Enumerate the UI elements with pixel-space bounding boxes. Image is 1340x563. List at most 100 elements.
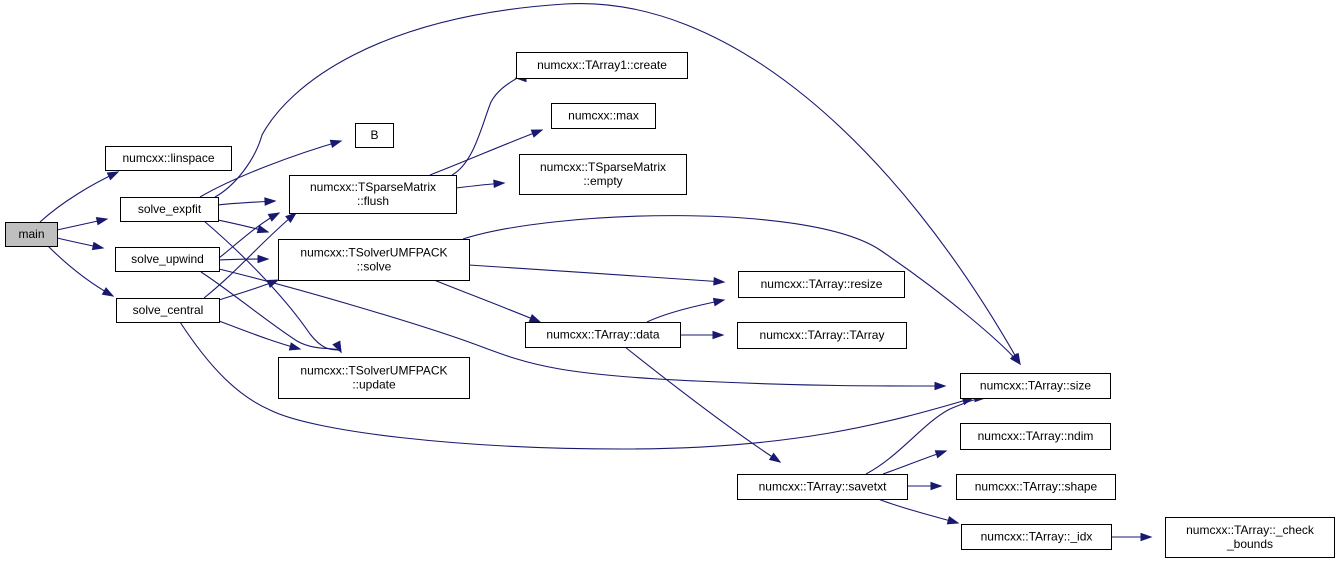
- node-B[interactable]: B: [355, 123, 394, 148]
- arrowhead-solve-to-data: [528, 314, 542, 323]
- arrowhead-solve_expfit-to-B: [329, 139, 343, 149]
- edge-savetxt-to-idx: [877, 498, 959, 524]
- node-flush[interactable]: numcxx::TSparseMatrix::flush: [289, 175, 457, 214]
- arrowhead-solve-to-size: [1009, 353, 1021, 366]
- edge-data-to-resize: [646, 299, 725, 323]
- node-box-resize[interactable]: [738, 271, 905, 298]
- node-savetxt[interactable]: numcxx::TArray::savetxt: [737, 474, 908, 500]
- arrowhead-solve-to-resize: [713, 276, 726, 286]
- arrowhead-solve_upwind-to-solve: [257, 254, 270, 264]
- arrowhead-flush-to-max: [530, 129, 544, 138]
- edge-solve_central-to-flush: [203, 212, 297, 299]
- node-solve_expfit[interactable]: solve_expfit: [120, 197, 219, 222]
- arrowhead-data-to-resize: [712, 297, 726, 307]
- edge-flush-to-create: [451, 77, 517, 176]
- node-label-create: numcxx::TArray1::create: [537, 58, 667, 72]
- node-size[interactable]: numcxx::TArray::size: [960, 373, 1111, 399]
- node-label-check_bounds: _bounds: [1226, 537, 1273, 551]
- arrowhead-data-to-savetxt: [768, 452, 782, 463]
- arrowhead-solve_upwind-to-flush: [267, 212, 281, 222]
- node-box-data[interactable]: [525, 322, 681, 348]
- arrowhead-main-to-solve_central: [101, 287, 115, 297]
- node-box-size[interactable]: [960, 373, 1111, 399]
- edge-main-to-linspace: [39, 171, 119, 223]
- arrowhead-solve_expfit-to-flush: [264, 197, 277, 206]
- node-ndim[interactable]: numcxx::TArray::ndim: [960, 423, 1111, 450]
- edge-solve_expfit-to-B: [199, 140, 342, 198]
- edge-solve_upwind-to-flush: [218, 212, 280, 259]
- node-label-savetxt: numcxx::TArray::savetxt: [759, 480, 887, 494]
- node-box-shape[interactable]: [956, 474, 1116, 500]
- edge-solve_central-to-size: [179, 321, 974, 450]
- node-box-check_bounds[interactable]: [1165, 517, 1335, 558]
- node-box-linspace[interactable]: [105, 146, 232, 171]
- arrowhead-solve_central-to-solve: [266, 279, 280, 288]
- node-label-tarray: numcxx::TArray::TArray: [760, 328, 885, 342]
- node-check_bounds[interactable]: numcxx::TArray::_check_bounds: [1165, 517, 1335, 558]
- edge-flush-to-max: [429, 129, 543, 176]
- node-label-update: numcxx::TSolverUMFPACK: [300, 364, 447, 378]
- node-label-update: ::update: [352, 378, 396, 392]
- arrowhead-solve_expfit-to-solve: [256, 224, 270, 234]
- node-update[interactable]: numcxx::TSolverUMFPACK::update: [278, 357, 470, 399]
- arrowhead-savetxt-to-ndim: [934, 450, 948, 459]
- edge-solve_upwind-to-update: [200, 271, 342, 353]
- node-solve_central[interactable]: solve_central: [116, 298, 220, 323]
- node-linspace[interactable]: numcxx::linspace: [105, 146, 232, 171]
- edge-savetxt-to-size: [865, 397, 986, 475]
- node-box-solve_upwind[interactable]: [115, 247, 220, 272]
- node-box-tarray[interactable]: [737, 322, 907, 349]
- edges: [39, 2, 1153, 542]
- node-box-solve_central[interactable]: [116, 298, 220, 323]
- node-label-ndim: numcxx::TArray::ndim: [978, 429, 1094, 443]
- arrowhead-idx-to-check_bounds: [1140, 532, 1153, 542]
- edge-solve-to-size: [462, 215, 1021, 365]
- node-tarray[interactable]: numcxx::TArray::TArray: [737, 322, 907, 349]
- nodes: main numcxx::linspacesolve_expfitsolve_up…: [5, 52, 1335, 558]
- node-box-main[interactable]: [5, 222, 58, 247]
- node-resize[interactable]: numcxx::TArray::resize: [738, 271, 905, 298]
- node-label-idx: numcxx::TArray::_idx: [981, 530, 1093, 544]
- node-label-solve_expfit: solve_expfit: [138, 202, 202, 216]
- edge-solve-to-data: [433, 279, 541, 323]
- node-max[interactable]: numcxx::max: [551, 103, 656, 129]
- node-box-flush[interactable]: [289, 175, 457, 214]
- node-box-solve_expfit[interactable]: [120, 197, 219, 222]
- arrowhead-data-to-tarray: [712, 330, 725, 340]
- node-main[interactable]: main: [5, 222, 58, 247]
- node-box-solve[interactable]: [278, 239, 470, 281]
- node-box-ndim[interactable]: [960, 423, 1111, 450]
- node-box-idx[interactable]: [961, 524, 1112, 550]
- node-box-max[interactable]: [551, 103, 656, 129]
- node-box-B[interactable]: [355, 123, 394, 148]
- node-solve_upwind[interactable]: solve_upwind: [115, 247, 220, 272]
- node-label-flush: numcxx::TSparseMatrix: [310, 180, 436, 194]
- node-create[interactable]: numcxx::TArray1::create: [516, 52, 688, 79]
- node-label-empty: numcxx::TSparseMatrix: [540, 160, 666, 174]
- node-shape[interactable]: numcxx::TArray::shape: [956, 474, 1116, 500]
- node-label-main: main: [18, 227, 44, 241]
- node-empty[interactable]: numcxx::TSparseMatrix::empty: [519, 154, 687, 195]
- node-box-empty[interactable]: [519, 154, 687, 195]
- node-label-max: numcxx::max: [568, 109, 639, 123]
- arrowhead-solve_central-to-flush: [285, 212, 298, 223]
- node-solve[interactable]: numcxx::TSolverUMFPACK::solve: [278, 239, 470, 281]
- arrowhead-main-to-solve_upwind: [91, 241, 105, 251]
- edge-solve-to-resize: [468, 264, 725, 283]
- node-label-solve_central: solve_central: [133, 303, 204, 317]
- arrowhead-flush-to-empty: [493, 179, 506, 189]
- arrowhead-solve_central-to-update: [288, 342, 302, 351]
- arrowhead-solve_upwind-to-update: [332, 340, 342, 354]
- node-data[interactable]: numcxx::TArray::data: [525, 322, 681, 348]
- edge-main-to-solve_central: [47, 245, 114, 297]
- node-label-shape: numcxx::TArray::shape: [975, 480, 1098, 494]
- arrowhead-savetxt-to-shape: [930, 481, 943, 491]
- node-label-linspace: numcxx::linspace: [122, 151, 214, 165]
- node-box-savetxt[interactable]: [737, 474, 908, 500]
- edge-solve_upwind-to-size: [218, 268, 946, 387]
- node-idx[interactable]: numcxx::TArray::_idx: [961, 524, 1112, 550]
- node-box-update[interactable]: [278, 357, 470, 399]
- node-label-empty: ::empty: [583, 174, 622, 188]
- node-box-create[interactable]: [516, 52, 688, 79]
